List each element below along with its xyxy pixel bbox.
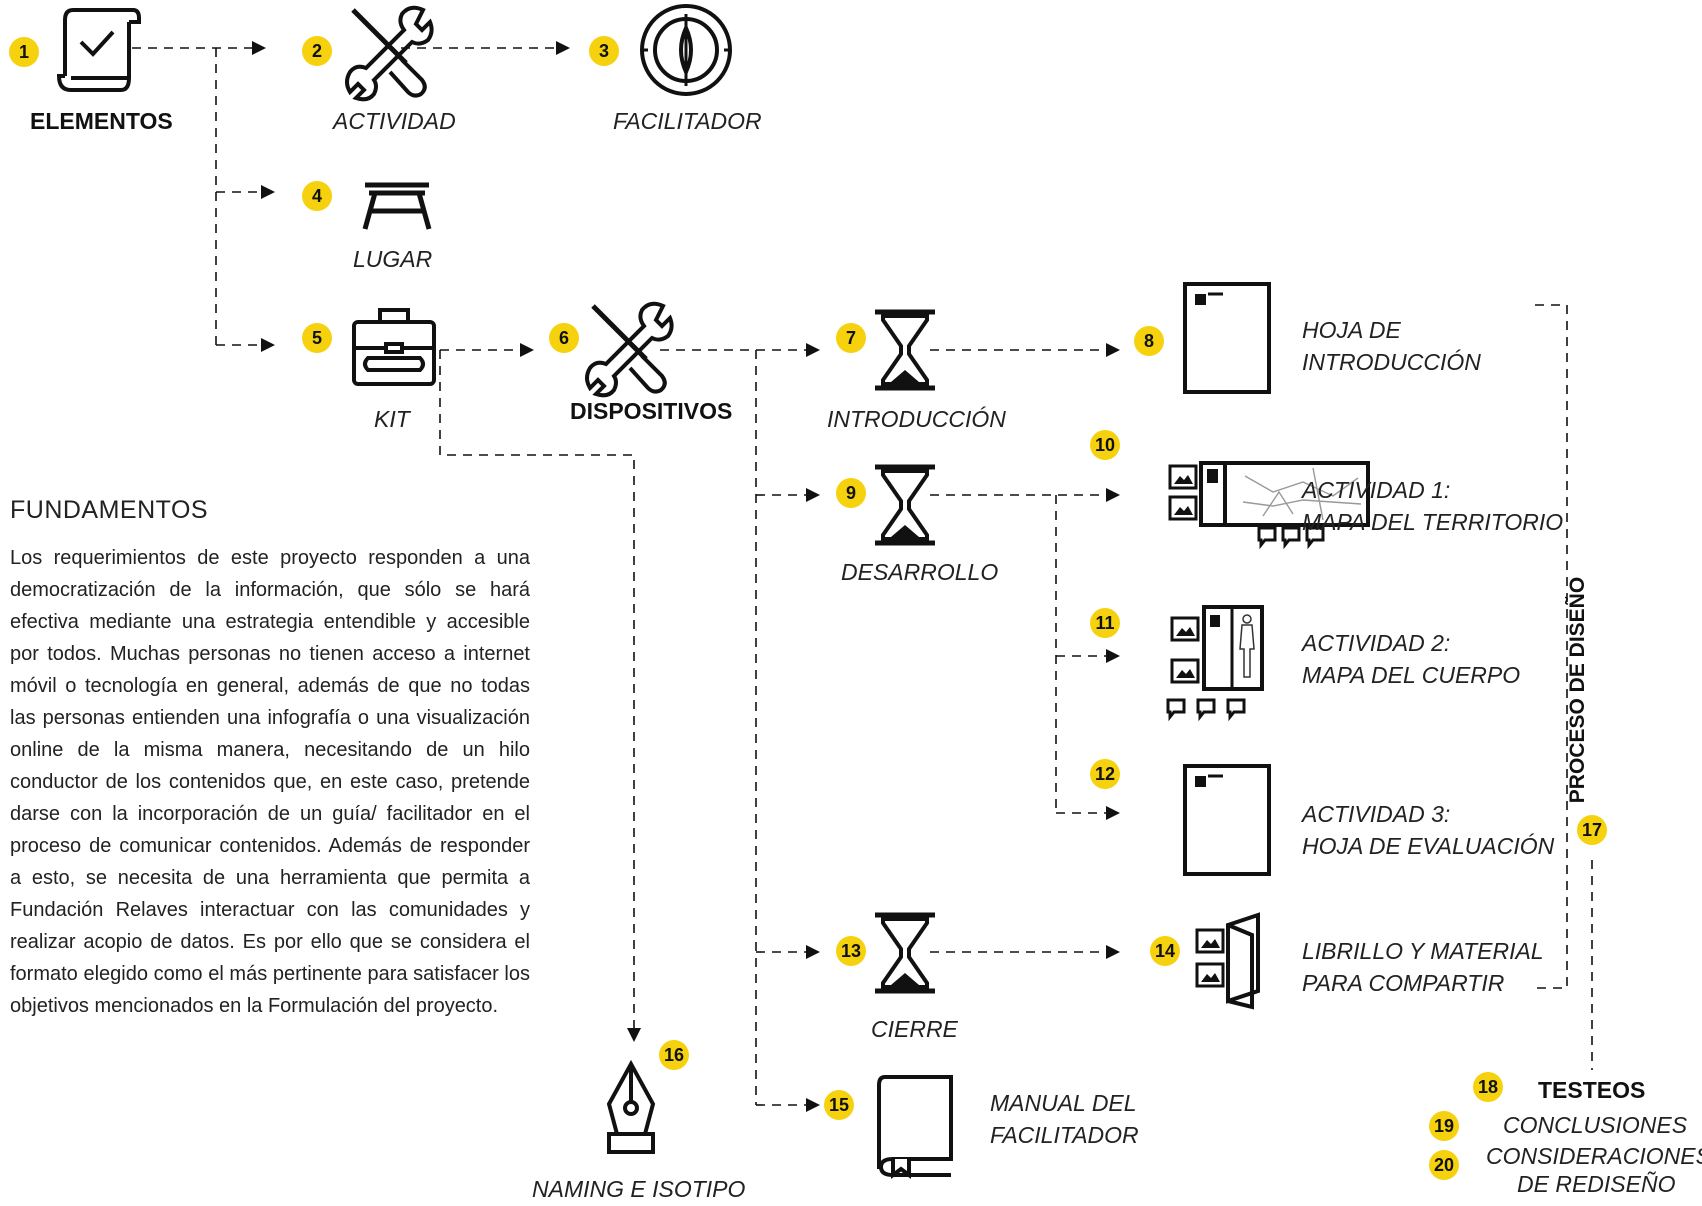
node-label-actividad2-2: MAPA DEL CUERPO xyxy=(1302,662,1521,688)
tools-icon xyxy=(587,304,672,396)
hourglass-icon xyxy=(875,915,935,991)
step-badge-3: 3 xyxy=(589,36,619,66)
step-badge-12: 12 xyxy=(1090,759,1120,789)
book-icon xyxy=(877,1075,953,1179)
hourglass-icon xyxy=(875,312,935,388)
tools-icon xyxy=(347,8,432,100)
node-label-conclusiones: CONCLUSIONES xyxy=(1503,1112,1688,1138)
node-label-consideraciones-1: CONSIDERACIONES xyxy=(1486,1143,1702,1169)
node-label-cierre: CIERRE xyxy=(871,1016,958,1042)
step-badge-2: 2 xyxy=(302,36,332,66)
step-badge-7: 7 xyxy=(836,323,866,353)
step-badge-6: 6 xyxy=(549,323,579,353)
step-badge-16: 16 xyxy=(659,1040,689,1070)
booklet-icon xyxy=(1195,912,1260,1010)
node-label-actividad1-1: ACTIVIDAD 1: xyxy=(1302,477,1451,503)
node-label-testeos: TESTEOS xyxy=(1538,1077,1646,1103)
step-badge-19: 19 xyxy=(1429,1111,1459,1141)
node-label-dispositivos: DISPOSITIVOS xyxy=(570,398,733,424)
pen-nib-icon xyxy=(606,1059,656,1154)
step-badge-20: 20 xyxy=(1429,1150,1459,1180)
step-badge-5: 5 xyxy=(302,323,332,353)
step-badge-11: 11 xyxy=(1090,608,1120,638)
step-badge-18: 18 xyxy=(1473,1072,1503,1102)
node-label-desarrollo: DESARROLLO xyxy=(841,559,999,585)
node-label-actividad3-1: ACTIVIDAD 3: xyxy=(1302,801,1451,827)
map-panel-icon xyxy=(1168,461,1370,547)
node-label-manual-2: FACILITADOR xyxy=(990,1122,1139,1148)
node-label-elementos: ELEMENTOS xyxy=(30,108,173,134)
step-badge-9: 9 xyxy=(836,478,866,508)
step-badge-15: 15 xyxy=(824,1090,854,1120)
node-label-actividad1-2: MAPA DEL TERRITORIO xyxy=(1302,509,1564,535)
step-badge-14: 14 xyxy=(1150,936,1180,966)
hourglass-icon xyxy=(875,467,935,543)
toolbox-icon xyxy=(352,308,436,386)
node-label-consideraciones-2: DE REDISEÑO xyxy=(1517,1171,1676,1197)
step-badge-8: 8 xyxy=(1134,326,1164,356)
vertical-title-proceso: PROCESO DE DISEÑO xyxy=(1566,576,1589,804)
step-badge-1: 1 xyxy=(9,37,39,67)
node-label-hoja-introduccion-1: HOJA DE xyxy=(1302,317,1401,343)
connectors xyxy=(132,41,1593,1112)
document-icon xyxy=(1183,764,1271,876)
step-badge-10: 10 xyxy=(1090,430,1120,460)
node-label-librillo-2: PARA COMPARTIR xyxy=(1302,970,1505,996)
node-label-introduccion: INTRODUCCIÓN xyxy=(827,406,1006,432)
node-label-naming: NAMING E ISOTIPO xyxy=(532,1176,746,1202)
fundamentos-title: FUNDAMENTOS xyxy=(10,496,209,524)
node-label-manual-1: MANUAL DEL xyxy=(990,1090,1137,1116)
node-label-actividad3-2: HOJA DE EVALUACIÓN xyxy=(1302,833,1555,859)
node-label-facilitador: FACILITADOR xyxy=(613,108,762,134)
step-badge-13: 13 xyxy=(836,936,866,966)
node-label-kit: KIT xyxy=(374,406,410,432)
node-label-actividad: ACTIVIDAD xyxy=(333,108,456,134)
node-label-lugar: LUGAR xyxy=(353,246,433,272)
fundamentos-text: Los requerimientos de este proyecto resp… xyxy=(10,547,530,1017)
node-label-librillo-1: LIBRILLO Y MATERIAL xyxy=(1302,938,1544,964)
body-map-icon xyxy=(1166,605,1264,719)
node-label-hoja-introduccion-2: INTRODUCCIÓN xyxy=(1302,349,1481,375)
step-badge-4: 4 xyxy=(302,181,332,211)
scroll-check-icon xyxy=(56,8,141,92)
step-badge-17: 17 xyxy=(1577,815,1607,845)
compass-icon xyxy=(640,4,732,96)
picnic-table-icon xyxy=(362,182,432,230)
document-icon xyxy=(1183,282,1271,394)
node-label-actividad2-1: ACTIVIDAD 2: xyxy=(1302,630,1451,656)
